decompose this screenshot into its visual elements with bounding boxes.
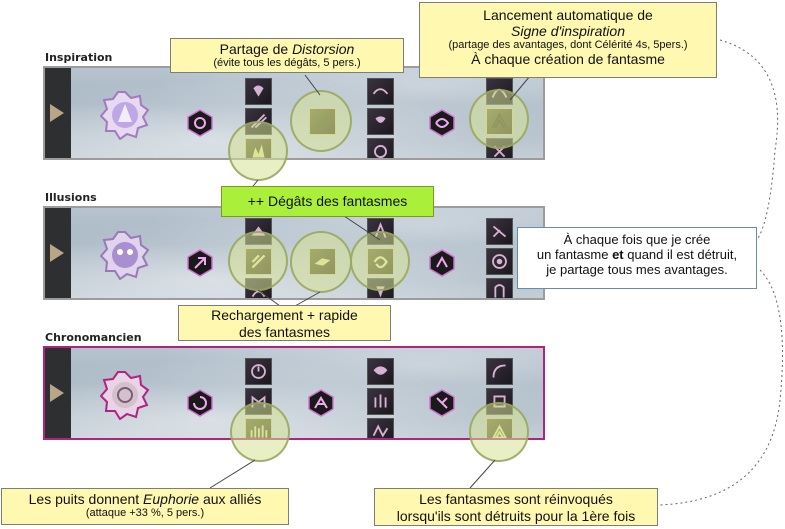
- expand-arrow-icon[interactable]: [50, 104, 64, 122]
- highlight-circle: [228, 231, 288, 291]
- spec-selector[interactable]: [45, 208, 71, 298]
- spec-label-illusions: Illusions: [45, 191, 97, 204]
- highlight-circle: [230, 402, 290, 462]
- highlight-circle: [290, 90, 352, 152]
- trait-8-1[interactable]: [486, 218, 513, 245]
- callout-degats-fantasmes: ++ Dégâts des fantasmes: [221, 186, 434, 217]
- highlight-circle: [469, 402, 529, 462]
- minor-trait-3-icon: [187, 249, 213, 277]
- minor-trait-5-icon: [187, 389, 213, 417]
- spec-selector[interactable]: [45, 348, 71, 438]
- trait-8-2[interactable]: [486, 248, 513, 275]
- callout-rechargement: Rechargement + rapide des fantasmes: [178, 305, 391, 341]
- spec-label-inspiration: Inspiration: [45, 51, 113, 64]
- callout-euphorie: Les puits donnent Euphorie aux alliés (a…: [1, 488, 289, 525]
- expand-arrow-icon[interactable]: [50, 384, 64, 402]
- illusions-emblem-icon[interactable]: [100, 230, 150, 280]
- trait-3-1[interactable]: [367, 78, 394, 105]
- inspiration-emblem-icon[interactable]: [100, 90, 150, 140]
- trait-3-2[interactable]: [367, 108, 394, 135]
- minor-trait-4-icon: [429, 249, 455, 277]
- trait-10-3[interactable]: [367, 418, 394, 438]
- trait-9-1[interactable]: [245, 358, 272, 385]
- callout-distortion: Partage de Distorsion (évite tous les dé…: [170, 38, 404, 73]
- callout-partage-avantages: À chaque fois que je crée un fantasme et…: [517, 227, 757, 289]
- callout-reinvoques: Les fantasmes sont réinvoqués lorsqu'ils…: [374, 488, 658, 526]
- spec-panel-chronomancien: [43, 346, 545, 440]
- highlight-circle: [350, 231, 410, 291]
- minor-trait-7-icon: [429, 389, 455, 417]
- trait-1-1[interactable]: [245, 78, 272, 105]
- trait-10-2[interactable]: [367, 388, 394, 415]
- trait-3-3[interactable]: [367, 138, 394, 158]
- trait-10-1[interactable]: [367, 358, 394, 385]
- trait-8-3[interactable]: [486, 278, 513, 298]
- highlight-circle: [290, 231, 352, 293]
- expand-arrow-icon[interactable]: [50, 244, 64, 262]
- minor-trait-1-icon: [187, 109, 213, 137]
- highlight-circle: [469, 89, 529, 149]
- callout-signe-inspiration: Lancement automatique de Signe d'inspira…: [419, 2, 717, 78]
- trait-11-1[interactable]: [486, 358, 513, 385]
- spec-selector[interactable]: [45, 68, 71, 158]
- highlight-circle: [228, 121, 288, 181]
- spec-label-chronomancien: Chronomancien: [45, 331, 142, 344]
- minor-trait-6-icon: [308, 389, 334, 417]
- chronomancer-emblem-icon[interactable]: [100, 370, 150, 420]
- minor-trait-2-icon: [429, 109, 455, 137]
